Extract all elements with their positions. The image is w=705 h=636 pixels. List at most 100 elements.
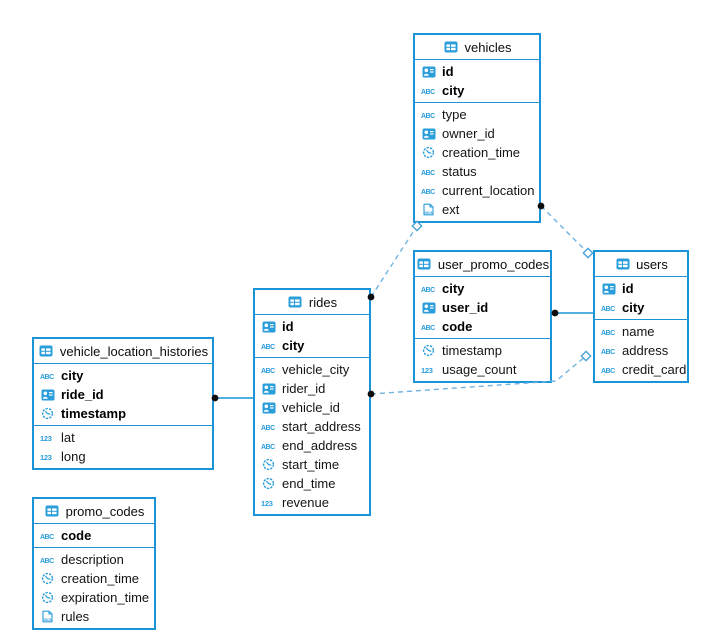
column-name: id xyxy=(282,319,294,334)
table-icon xyxy=(416,258,433,270)
column-row: id xyxy=(595,279,687,298)
svg-text:ABC: ABC xyxy=(601,330,615,337)
abc-text-icon: ABC xyxy=(260,364,277,376)
svg-text:ABC: ABC xyxy=(261,425,275,432)
svg-text:123: 123 xyxy=(261,499,273,508)
abc-text-icon: ABC xyxy=(260,340,277,352)
table-header: rides xyxy=(255,290,369,314)
column-row: ABC name xyxy=(595,322,687,341)
column-name: id xyxy=(622,281,634,296)
column-name: vehicle_id xyxy=(282,400,340,415)
columns-section: ABC name ABC address ABC credit_card xyxy=(595,319,687,381)
column-row: creation_time xyxy=(415,143,539,162)
column-name: vehicle_city xyxy=(282,362,350,377)
svg-text:ABC: ABC xyxy=(421,189,435,196)
abc-text-icon: ABC xyxy=(420,321,437,333)
svg-text:ABC: ABC xyxy=(261,344,275,351)
column-name: code xyxy=(442,319,473,334)
column-row: ABC address xyxy=(595,341,687,360)
column-name: address xyxy=(622,343,669,358)
uuid-id-icon xyxy=(600,283,617,295)
column-name: long xyxy=(61,449,86,464)
numeric-123-icon: 123 xyxy=(39,451,56,463)
clock-icon xyxy=(260,458,277,471)
column-name: creation_time xyxy=(442,145,521,160)
clock-icon xyxy=(39,591,56,604)
column-row: id xyxy=(415,62,539,81)
clock-icon xyxy=(39,572,56,585)
svg-text:ABC: ABC xyxy=(421,170,435,177)
table-icon xyxy=(38,345,55,357)
column-row: 123 long xyxy=(34,447,212,466)
column-name: city xyxy=(442,281,465,296)
column-row: ABC code xyxy=(34,526,154,545)
column-row: ABC city xyxy=(34,366,212,385)
column-row: JSON rules xyxy=(34,607,154,626)
column-name: timestamp xyxy=(442,343,502,358)
table-vehicle_location_histories[interactable]: vehicle_location_histories ABC city ride… xyxy=(32,337,214,470)
column-name: description xyxy=(61,552,124,567)
table-users[interactable]: users id ABC city ABC name ABC address A… xyxy=(593,250,689,383)
table-user_promo_codes[interactable]: user_promo_codes ABC city user_id ABC co… xyxy=(413,250,552,383)
column-row: 123 revenue xyxy=(255,493,369,512)
uuid-id-icon xyxy=(39,389,56,401)
column-name: owner_id xyxy=(442,126,495,141)
clock-icon xyxy=(260,477,277,490)
uuid-id-icon xyxy=(420,302,437,314)
column-name: end_time xyxy=(282,476,336,491)
abc-text-icon: ABC xyxy=(420,109,437,121)
table-title: users xyxy=(636,256,668,272)
column-row: rider_id xyxy=(255,379,369,398)
column-name: rider_id xyxy=(282,381,326,396)
column-row: JSON ext xyxy=(415,200,539,219)
column-name: city xyxy=(442,83,465,98)
column-row: ABC vehicle_city xyxy=(255,360,369,379)
column-row: ABC city xyxy=(415,279,550,298)
key-columns-section: id ABC city xyxy=(415,59,539,102)
table-rides[interactable]: rides id ABC city ABC vehicle_city rider… xyxy=(253,288,371,516)
table-title: vehicles xyxy=(464,39,512,55)
column-name: credit_card xyxy=(622,362,687,377)
numeric-123-icon: 123 xyxy=(420,364,437,376)
column-row: ABC current_location xyxy=(415,181,539,200)
svg-text:ABC: ABC xyxy=(40,558,54,565)
column-name: current_location xyxy=(442,183,535,198)
svg-text:ABC: ABC xyxy=(421,89,435,96)
abc-text-icon: ABC xyxy=(600,364,617,376)
abc-text-icon: ABC xyxy=(420,85,437,97)
column-row: ABC credit_card xyxy=(595,360,687,379)
abc-text-icon: ABC xyxy=(600,302,617,314)
clock-icon xyxy=(420,146,437,159)
svg-text:123: 123 xyxy=(40,434,52,443)
abc-text-icon: ABC xyxy=(600,345,617,357)
uuid-id-icon xyxy=(420,66,437,78)
svg-text:ABC: ABC xyxy=(421,287,435,294)
column-name: start_address xyxy=(282,419,361,434)
table-vehicles[interactable]: vehicles id ABC city ABC type owner_id c… xyxy=(413,33,541,223)
column-name: type xyxy=(442,107,467,122)
table-promo_codes[interactable]: promo_codes ABC code ABC description cre… xyxy=(32,497,156,630)
svg-text:123: 123 xyxy=(40,453,52,462)
column-row: id xyxy=(255,317,369,336)
column-row: ABC description xyxy=(34,550,154,569)
column-row: ABC code xyxy=(415,317,550,336)
table-header: promo_codes xyxy=(34,499,154,523)
abc-text-icon: ABC xyxy=(600,326,617,338)
column-name: ext xyxy=(442,202,460,217)
column-row: ABC city xyxy=(415,81,539,100)
column-row: timestamp xyxy=(415,341,550,360)
abc-text-icon: ABC xyxy=(260,440,277,452)
svg-text:ABC: ABC xyxy=(40,374,54,381)
columns-section: ABC description creation_time expiration… xyxy=(34,547,154,628)
svg-text:ABC: ABC xyxy=(261,368,275,375)
column-name: user_id xyxy=(442,300,489,315)
column-row: ABC start_address xyxy=(255,417,369,436)
clock-icon xyxy=(420,344,437,357)
column-name: city xyxy=(61,368,84,383)
column-name: id xyxy=(442,64,454,79)
column-name: rules xyxy=(61,609,90,624)
abc-text-icon: ABC xyxy=(420,166,437,178)
column-row: owner_id xyxy=(415,124,539,143)
